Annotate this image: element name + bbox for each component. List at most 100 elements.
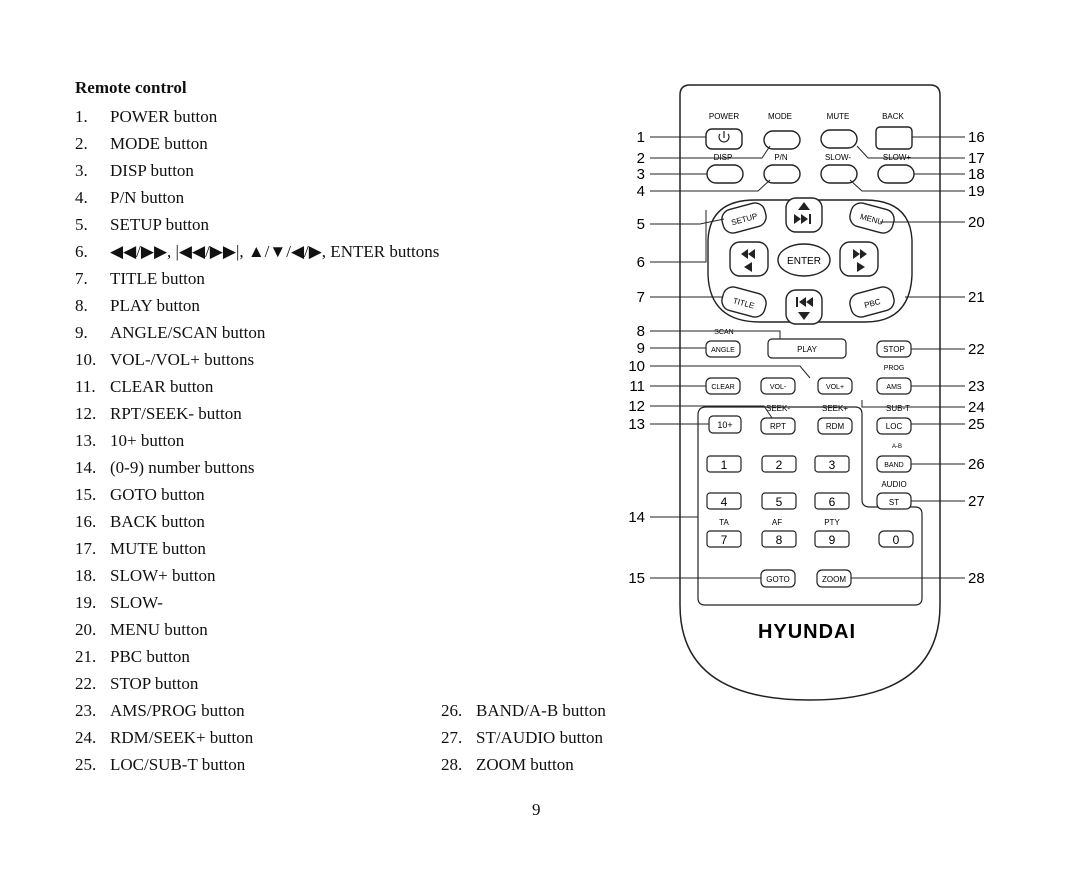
list-item: 8.PLAY button bbox=[75, 292, 439, 319]
vol-minus-button[interactable] bbox=[760, 377, 796, 395]
digit-8-button[interactable] bbox=[761, 530, 797, 548]
list-item: 5.SETUP button bbox=[75, 211, 439, 238]
ta-label: TA bbox=[719, 518, 729, 527]
band-label: BAND bbox=[884, 462, 903, 469]
back-label: BACK bbox=[882, 112, 904, 121]
mode-label: MODE bbox=[768, 112, 792, 121]
callout-20: 20 bbox=[968, 214, 985, 231]
callout-18: 18 bbox=[968, 166, 985, 183]
back-button[interactable] bbox=[875, 126, 913, 150]
digit-6-button[interactable] bbox=[814, 492, 850, 510]
list-item: 9.ANGLE/SCAN button bbox=[75, 319, 439, 346]
vol-plus-button[interactable] bbox=[817, 377, 853, 395]
digit-5-button[interactable] bbox=[761, 492, 797, 510]
menu-button[interactable] bbox=[848, 201, 897, 236]
list-item-text: CLEAR button bbox=[110, 377, 214, 396]
callout-numbers-right: 16 17 18 19 20 21 22 23 24 25 26 27 28 bbox=[968, 129, 985, 587]
mode-button[interactable] bbox=[763, 130, 801, 150]
list-item-number: 20. bbox=[75, 620, 97, 639]
play-label: PLAY bbox=[797, 345, 818, 354]
list-item: 15.GOTO button bbox=[75, 481, 439, 508]
callout-26: 26 bbox=[968, 456, 985, 473]
list-item-text: MENU button bbox=[110, 620, 208, 639]
callout-24: 24 bbox=[968, 399, 985, 416]
list-item-text: AMS/PROG button bbox=[110, 701, 245, 720]
rdm-label: RDM bbox=[826, 422, 845, 431]
setup-button[interactable] bbox=[720, 201, 769, 236]
slow-minus-button[interactable] bbox=[820, 164, 858, 184]
angle-button[interactable] bbox=[705, 340, 741, 358]
ten-plus-label: 10+ bbox=[717, 420, 732, 430]
list-item: 18.SLOW+ button bbox=[75, 562, 439, 589]
digit-1-button[interactable] bbox=[706, 455, 742, 473]
list-item-number: 26. bbox=[441, 701, 463, 720]
callout-16: 16 bbox=[968, 129, 985, 146]
title-button[interactable] bbox=[720, 285, 769, 320]
digit-2-button[interactable] bbox=[761, 455, 797, 473]
callout-22: 22 bbox=[968, 341, 985, 358]
power-button[interactable] bbox=[705, 128, 743, 150]
list-item-number: 28. bbox=[441, 755, 463, 774]
play-button[interactable] bbox=[767, 338, 847, 359]
list-item: 19.SLOW- bbox=[75, 589, 439, 616]
callout-5: 5 bbox=[637, 216, 645, 233]
digit-7-button[interactable] bbox=[706, 530, 742, 548]
list-item-text: PLAY button bbox=[110, 296, 200, 315]
list-item-text: GOTO button bbox=[110, 485, 205, 504]
rpt-button[interactable] bbox=[760, 417, 796, 435]
digit-9-button[interactable] bbox=[814, 530, 850, 548]
digit-3-label: 3 bbox=[829, 458, 836, 472]
left-rewind-button[interactable] bbox=[729, 241, 769, 277]
page-number: 9 bbox=[532, 800, 541, 819]
callout-lines-left bbox=[650, 136, 811, 579]
callout-2: 2 bbox=[637, 150, 645, 167]
list-item-text: SLOW- bbox=[110, 593, 163, 612]
list-item: 23.AMS/PROG button bbox=[75, 697, 439, 724]
digit-7-label: 7 bbox=[721, 533, 728, 547]
list-item-text: 10+ button bbox=[110, 431, 185, 450]
callout-7: 7 bbox=[637, 289, 645, 306]
list-item: 24.RDM/SEEK+ button bbox=[75, 724, 439, 751]
enter-label: ENTER bbox=[787, 256, 821, 267]
up-next-button[interactable] bbox=[785, 197, 823, 233]
pbc-button[interactable] bbox=[848, 285, 897, 320]
digit-0-button[interactable] bbox=[878, 530, 914, 548]
digit-0-label: 0 bbox=[893, 533, 900, 547]
slow-plus-button[interactable] bbox=[877, 164, 915, 184]
list-item-number: 24. bbox=[75, 728, 97, 747]
list-item-number: 22. bbox=[75, 674, 97, 693]
st-label: ST bbox=[889, 498, 899, 507]
callout-15: 15 bbox=[628, 570, 645, 587]
right-forward-button[interactable] bbox=[839, 241, 879, 277]
digit-6-label: 6 bbox=[829, 495, 836, 509]
loc-button[interactable] bbox=[876, 417, 912, 435]
enter-button[interactable] bbox=[777, 243, 831, 277]
ab-label: A-B bbox=[892, 444, 902, 450]
list-item: 20. MENU button bbox=[75, 616, 439, 643]
list-item-text: LOC/SUB-T button bbox=[110, 755, 246, 774]
list-item-text: PBC button bbox=[110, 647, 190, 666]
callout-11: 11 bbox=[629, 378, 645, 395]
list-item-number: 4. bbox=[75, 188, 88, 207]
list-item-number: 7. bbox=[75, 269, 88, 288]
callout-21: 21 bbox=[968, 289, 985, 306]
list-item: 27.ST/AUDIO button bbox=[441, 724, 606, 751]
digit-4-button[interactable] bbox=[706, 492, 742, 510]
callout-28: 28 bbox=[968, 570, 985, 587]
callout-13: 13 bbox=[628, 416, 645, 433]
mute-button[interactable] bbox=[820, 129, 858, 149]
digit-5-label: 5 bbox=[776, 495, 783, 509]
callout-25: 25 bbox=[968, 416, 985, 433]
callout-17: 17 bbox=[968, 150, 985, 167]
pn-button[interactable] bbox=[763, 164, 801, 184]
list-item-text: ◀◀/▶▶, |◀◀/▶▶|, ▲/▼/◀/▶, ENTER buttons bbox=[110, 242, 440, 261]
digit-3-button[interactable] bbox=[814, 455, 850, 473]
list-item-text: BAND/A-B button bbox=[476, 701, 606, 720]
list-item: 10.VOL-/VOL+ buttons bbox=[75, 346, 439, 373]
clear-label: CLEAR bbox=[711, 384, 734, 391]
rdm-button[interactable] bbox=[817, 417, 853, 435]
callout-1: 1 bbox=[637, 129, 645, 146]
disp-button[interactable] bbox=[706, 164, 744, 184]
list-item-text: SLOW+ button bbox=[110, 566, 216, 585]
